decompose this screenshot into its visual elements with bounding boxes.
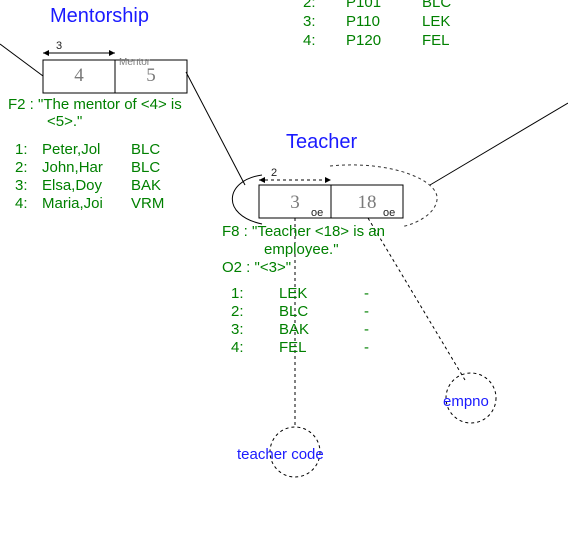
teacher-uniqueness-label: 2 [271,167,278,179]
mentorship-title[interactable]: Mentorship [50,5,149,27]
list-item: Peter,Jol [42,141,101,158]
list-item: 4: [231,339,244,356]
row-code: P120 [346,32,382,49]
teacher-title[interactable]: Teacher [286,131,358,153]
list-item: Maria,Joi [42,195,103,212]
connector-line-mentor-teacher [185,71,246,186]
top-table-row: 2: [303,0,316,11]
list-item: John,Har [42,159,103,176]
list-item: - [364,321,369,338]
list-item: 3: [15,177,28,194]
list-item: 1: [15,141,28,158]
mentorship-role-right[interactable]: 5 [146,65,156,86]
list-item: 3: [231,321,244,338]
row-code: P110 [346,13,380,30]
teacher-ellipse-dashed [329,164,438,227]
list-item: - [364,303,369,320]
row-num: 2: [303,0,316,11]
teacher-code-label[interactable]: teacher code [237,446,324,463]
row-val: FEL [422,32,450,49]
teacher-fact-line1: F8 : "Teacher <18> is an [222,223,385,240]
row-val: BLC [422,0,452,11]
teacher-object-line: O2 : "<3>" [222,259,292,276]
list-item: VRM [131,195,165,212]
top-table-cell: LEK [422,13,450,30]
row-val: LEK [422,13,451,30]
top-table-cell: FEL [422,32,450,49]
mentorship-role-right-name: Mentor [119,57,151,68]
teacher-role-left-tag: oe [311,207,324,219]
mentorship-fact-line2: <5>." [47,113,83,130]
list-item: 4: [15,195,28,212]
top-table-cell: P110 [346,13,380,30]
empno-label[interactable]: empno [443,393,489,410]
mentorship-role-right-box [114,59,188,94]
list-item: BLC [279,303,309,320]
list-item: BAK [131,177,162,194]
connector-line-left [0,43,44,77]
top-table-cell: P120 [346,32,381,49]
list-item: LEK [279,285,308,302]
list-item: FEL [279,339,307,356]
top-table-cell: P101 [346,0,381,11]
list-item: BLC [131,141,161,158]
list-item: BLC [131,159,161,176]
mentorship-uniqueness-label: 3 [56,40,63,52]
row-num: 4: [303,32,316,49]
list-item: 2: [231,303,244,320]
empno-circle [445,372,497,424]
top-table-row: 4: [303,32,316,49]
list-item: BAK [279,321,310,338]
list-item: 2: [15,159,28,176]
list-item: Elsa,Doy [42,177,103,194]
teacher-role-right-box [330,184,404,219]
teacher-code-circle [269,426,321,478]
teacher-role-right[interactable]: 18 [357,192,377,213]
top-table-row: 3: [303,13,316,30]
empno-connector [367,217,466,381]
row-code: P101 [346,0,382,11]
row-num: 3: [303,13,316,30]
list-item: - [364,285,369,302]
connector-line-right [429,102,568,186]
teacher-role-right-tag: oe [383,207,396,219]
teacher-fact-line2: employee." [264,241,339,258]
mentorship-fact-line1: F2 : "The mentor of <4> is [8,96,182,113]
top-table-cell: BLC [422,0,451,11]
mentorship-role-left[interactable]: 4 [74,65,84,86]
teacher-role-left[interactable]: 3 [290,192,300,213]
list-item: - [364,339,369,356]
list-item: 1: [231,285,244,302]
teacher-ellipse-solid [231,174,263,225]
